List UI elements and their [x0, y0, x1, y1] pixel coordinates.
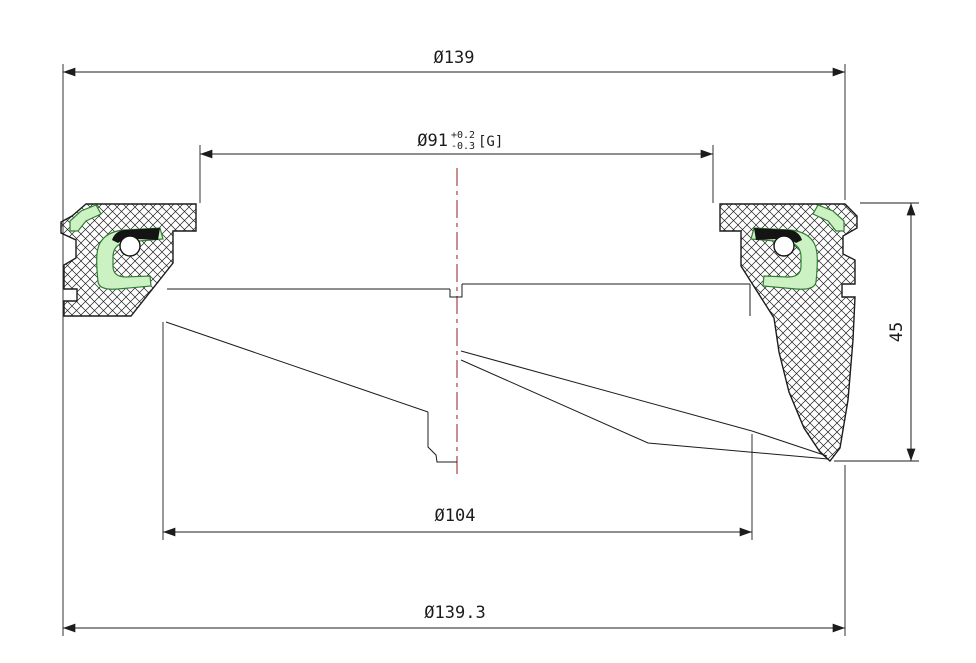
dim-label-bottom-diameter: Ø139.3 — [424, 603, 485, 623]
dim-label-inner-diameter-tol-upper: +0.2 — [451, 130, 475, 141]
left-section-hatch — [60, 203, 197, 317]
dimension-top-diameter: Ø139 — [62, 48, 846, 636]
dim-label-top-diameter: Ø139 — [434, 48, 475, 68]
dimension-mid-diameter: Ø104 — [162, 322, 753, 540]
left-cross-section — [60, 203, 197, 317]
seal-strip — [69, 204, 102, 232]
dim-label-mid-diameter: Ø104 — [435, 506, 476, 526]
cap-profile-lines — [165, 283, 829, 463]
seal-left — [69, 204, 164, 290]
dimension-bottom-diameter: Ø139.3 — [62, 465, 846, 636]
garter-spring — [119, 235, 141, 257]
right-cross-section — [719, 203, 858, 463]
right-section-hatch — [719, 203, 858, 463]
seal-channel — [96, 227, 164, 290]
dimension-inner-diameter: Ø91 +0.2 -0.3 [G] — [199, 130, 714, 203]
dimension-height: 45 — [834, 202, 919, 462]
dim-label-height: 45 — [887, 322, 907, 342]
dim-label-inner-diameter: Ø91 — [417, 131, 448, 151]
dim-label-inner-diameter-suffix: [G] — [478, 134, 503, 150]
dim-label-inner-diameter-tol-lower: -0.3 — [451, 141, 475, 152]
